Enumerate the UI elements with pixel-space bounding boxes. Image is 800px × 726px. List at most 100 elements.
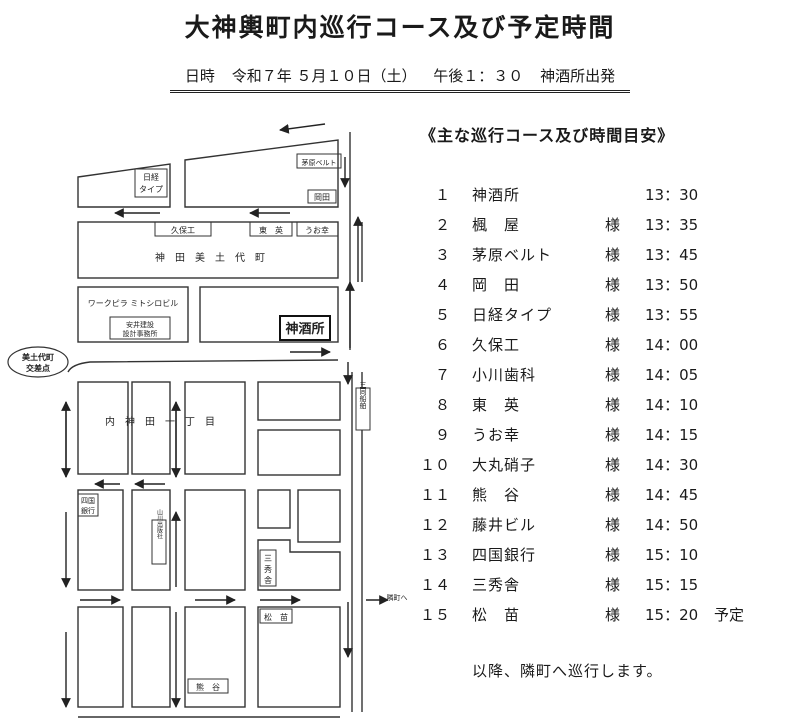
label-matsunae: 松 苗	[264, 612, 288, 622]
label-shikoku-1: 四国	[81, 497, 95, 505]
schedule-note: 予定	[714, 606, 745, 624]
schedule-honorific: 様	[605, 366, 621, 384]
block-uchikanda-5	[257, 429, 341, 476]
schedule-time: 13：35	[645, 216, 699, 234]
schedule-time: 14：50	[645, 516, 699, 534]
label-toei: 東 英	[259, 225, 283, 235]
schedule-time: 15：10	[645, 546, 699, 564]
schedule-name: 岡 田	[472, 276, 521, 294]
label-kubo: 久保工	[171, 225, 195, 235]
block-bottom-3	[184, 606, 246, 708]
event-date: 令和７年 ５月１０日（土）	[231, 67, 417, 85]
schedule-name: 熊 谷	[472, 486, 521, 504]
schedule-number: ３	[434, 246, 450, 264]
label-kayahara: 茅原ベルト	[302, 158, 337, 167]
schedule-time: 13：50	[645, 276, 699, 294]
schedule-time: 14：15	[645, 426, 699, 444]
schedule-number: ８	[434, 396, 450, 414]
label-junction-1: 美土代町	[22, 352, 54, 362]
label-kumagai: 熊 谷	[196, 682, 220, 692]
schedule-name: 久保工	[472, 336, 521, 354]
label-uchikanda-block: 内 神 田 一 丁 目	[105, 415, 215, 428]
label-nikkei-1: 日経	[143, 172, 159, 182]
map-blocks	[67, 132, 363, 718]
label-shikoku-2: 銀行	[81, 506, 95, 515]
label-okada: 岡田	[314, 193, 330, 202]
schedule-honorific: 様	[605, 456, 621, 474]
map-labels: 日経 タイプ 茅原ベルト 岡田 久保工 東 英 うお幸 神 田 美 土 代 町 …	[7, 153, 408, 694]
event-time: 午後１：３０	[433, 67, 524, 85]
label-yasui-2: 設計事務所	[123, 329, 158, 338]
schedule-name: 四国銀行	[472, 546, 537, 564]
schedule-honorific: 様	[605, 216, 621, 234]
schedule-name: 大丸硝子	[472, 456, 537, 474]
schedule-number: ６	[434, 336, 450, 354]
block-bottom-4	[257, 606, 341, 708]
block-bottom-1	[77, 606, 124, 708]
route-map: 日経 タイプ 茅原ベルト 岡田 久保工 東 英 うお幸 神 田 美 土 代 町 …	[7, 123, 408, 718]
label-yamaguchi: 山川出版社	[156, 508, 163, 540]
schedule-number: ９	[434, 426, 450, 444]
block-uchikanda-3	[184, 381, 246, 475]
schedule-time: 15：20	[645, 606, 699, 624]
schedule-time: 15：15	[645, 576, 699, 594]
block-mikisho	[199, 286, 339, 343]
schedule-number: １０	[420, 456, 451, 474]
block-small	[257, 489, 291, 529]
schedule-name: 東 英	[472, 396, 521, 414]
schedule-number: １	[434, 186, 450, 204]
schedule-number: ４	[434, 276, 450, 294]
schedule-honorific: 様	[605, 396, 621, 414]
block-nikkei	[77, 163, 171, 208]
schedule-number: １２	[420, 516, 451, 534]
schedule-number: １１	[420, 486, 451, 504]
block-mid	[184, 489, 246, 591]
label-uokou: うお幸	[305, 226, 329, 235]
schedule-honorific: 様	[605, 246, 621, 264]
block-uchikanda-2	[131, 381, 171, 475]
schedule-name: 茅原ベルト	[472, 246, 553, 264]
schedule-number: ７	[434, 366, 450, 384]
schedule-time: 13：55	[645, 306, 699, 324]
schedule-time: 14：10	[645, 396, 699, 414]
date-label: 日時	[184, 67, 215, 85]
schedule-honorific: 様	[605, 576, 621, 594]
block-uchikanda-1	[77, 381, 129, 475]
block-bottom-2	[131, 606, 171, 708]
label-mikisho: 神酒所	[285, 321, 324, 337]
block-workpia	[77, 286, 189, 343]
schedule-honorific: 様	[605, 546, 621, 564]
schedule-time: 14：30	[645, 456, 699, 474]
schedule-heading: 《主な巡行コース及び時間目安》	[420, 126, 675, 145]
schedule-name: 藤井ビル	[472, 516, 537, 534]
schedule-time: 13：45	[645, 246, 699, 264]
schedule-time: 13：30	[645, 186, 699, 204]
schedule-number: １４	[420, 576, 451, 594]
schedule-number: １５	[420, 606, 451, 624]
mikisho-box	[279, 315, 331, 341]
schedule-time: 14：05	[645, 366, 699, 384]
document-title: 大神輿町内巡行コース及び予定時間	[184, 13, 616, 42]
label-junction-2: 交差点	[26, 363, 50, 373]
route-arrows	[61, 123, 389, 708]
label-nikkei-2: タイプ	[139, 185, 163, 194]
block-shikoku	[77, 489, 124, 591]
schedule-name: 神酒所	[472, 186, 521, 204]
block-uchikanda-4	[257, 381, 341, 421]
schedule-number: １３	[420, 546, 451, 564]
schedule-name: 松 苗	[472, 606, 521, 624]
schedule-honorific: 様	[605, 516, 621, 534]
label-sanshusha-2: 秀	[264, 564, 272, 574]
block-sanshusha	[257, 539, 341, 591]
label-to-neighbor: 隣町へ	[387, 593, 408, 602]
schedule-honorific: 様	[605, 486, 621, 504]
schedule-name: 三秀舎	[472, 576, 521, 594]
block-yamaguchi	[131, 489, 171, 591]
date-line: 日時 令和７年 ５月１０日（土） 午後１：３０ 神酒所出発	[170, 65, 630, 93]
label-sanshusha-3: 舎	[264, 576, 272, 585]
schedule-number: ２	[434, 216, 450, 234]
block-kayahara	[184, 139, 339, 208]
junction-marker	[7, 346, 69, 378]
schedule-footer: 以降、隣町へ巡行します。	[472, 662, 663, 680]
label-workpia: ワークピラ ミトシロビル	[88, 299, 179, 308]
